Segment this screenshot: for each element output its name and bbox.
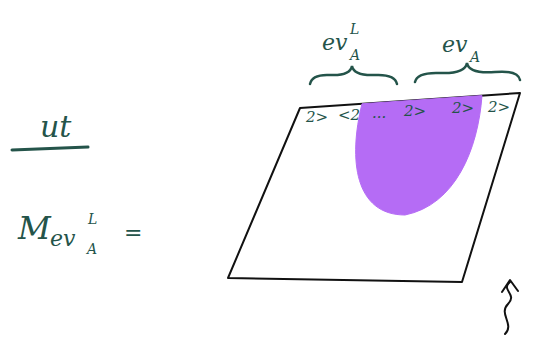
subscript: A (350, 48, 360, 62)
ellipsis: ... (372, 106, 386, 121)
brace-label: ev (442, 34, 467, 56)
brace (415, 63, 520, 82)
subscript: A (470, 50, 480, 64)
subscript: A (87, 242, 97, 256)
sheet-outline (228, 93, 520, 282)
math-symbol: M (18, 212, 51, 244)
superscript: L (88, 212, 97, 226)
arrowhead (502, 280, 518, 292)
brace-label: ev (322, 32, 347, 54)
squiggle-arrow (505, 282, 511, 334)
boundary-label: <2 (338, 108, 360, 123)
purple-region (356, 96, 482, 215)
boundary-label: 2> (306, 110, 328, 125)
boundary-label: 2> (488, 100, 510, 115)
superscript: L (350, 22, 359, 36)
underline (12, 147, 88, 150)
boundary-label: 2> (452, 101, 474, 116)
brace (310, 66, 397, 84)
heading-fragment: ut (40, 112, 71, 142)
equals-sign: = (124, 222, 142, 244)
boundary-label: 2> (404, 104, 426, 119)
subscript: ev (50, 228, 75, 250)
